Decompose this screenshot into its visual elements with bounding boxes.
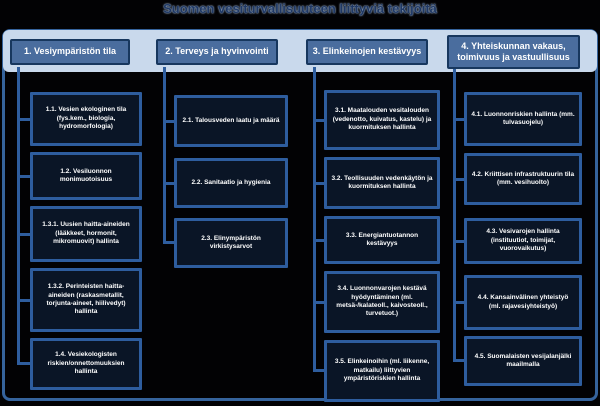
connector-line — [313, 239, 324, 242]
category-header-2: 2. Terveys ja hyvinvointi — [156, 39, 278, 65]
factor-box-1-3-1: 1.3.1. Uusien haitta-aineiden (lääkkeet,… — [30, 206, 142, 262]
connector-line — [313, 119, 324, 122]
factor-box-4-2: 4.2. Kriittisen infrastruktuurin tila (m… — [464, 153, 582, 205]
connector-line — [163, 182, 174, 185]
connector-line — [163, 241, 174, 244]
connector-line — [17, 362, 30, 365]
connector-line — [17, 233, 30, 236]
connector-line — [453, 301, 464, 304]
connector-line — [17, 67, 20, 364]
category-header-1: 1. Vesiympäristön tila — [10, 39, 130, 65]
factor-box-3-5: 3.5. Elinkeinoihin (ml. liikenne, matkai… — [324, 340, 440, 402]
connector-line — [17, 299, 30, 302]
connector-line — [453, 69, 456, 361]
category-header-4: 4. Yhteiskunnan vakaus, toimivuus ja vas… — [447, 35, 580, 69]
factor-box-3-3: 3.3. Energiantuotannon kestävyys — [324, 216, 440, 264]
connector-line — [313, 182, 324, 185]
connector-line — [453, 178, 464, 181]
connector-line — [313, 301, 324, 304]
connector-line — [163, 120, 174, 123]
factor-box-4-4: 4.4. Kansainvälinen yhteistyö (ml. rajav… — [464, 275, 582, 330]
diagram-title: Suomen vesiturvallisuuteen liittyviä tek… — [163, 1, 437, 16]
factor-box-4-1: 4.1. Luonnonriskien hallinta (mm. tulvas… — [464, 92, 582, 146]
factor-box-3-1: 3.1. Maatalouden vesitalouden (vedenotto… — [324, 90, 440, 150]
factor-box-3-2: 3.2. Teollisuuden vedenkäytön ja kuormit… — [324, 157, 440, 209]
connector-line — [17, 118, 30, 121]
factor-box-4-5: 4.5. Suomalaisten vesijalanjälki maailma… — [464, 336, 582, 386]
category-header-3: 3. Elinkeinojen kestävyys — [306, 39, 428, 65]
connector-line — [453, 359, 464, 362]
factor-box-1-1: 1.1. Vesien ekologinen tila (fys.kem., b… — [30, 92, 142, 146]
factor-box-1-3-2: 1.3.2. Perinteisten haitta-aineiden (ras… — [30, 268, 142, 332]
factor-box-2-1: 2.1. Talousveden laatu ja määrä — [174, 95, 288, 147]
connector-line — [17, 175, 30, 178]
connector-line — [163, 67, 166, 243]
factor-box-2-2: 2.2. Sanitaatio ja hygienia — [174, 158, 288, 208]
factor-box-1-2: 1.2. Vesiluonnon monimuotoisuus — [30, 152, 142, 200]
connector-line — [313, 67, 316, 371]
factor-box-2-3: 2.3. Elinympäristön virkistysarvot — [174, 218, 288, 268]
factor-box-3-4: 3.4. Luonnonvarojen kestävä hyödyntämine… — [324, 271, 440, 333]
factor-box-4-3: 4.3. Vesivarojen hallinta (instituutiot,… — [464, 218, 582, 264]
connector-line — [313, 369, 324, 372]
connector-line — [453, 240, 464, 243]
factor-box-1-4: 1.4. Vesiekologisten riskien/onnettomuuk… — [30, 338, 142, 390]
connector-line — [453, 118, 464, 121]
